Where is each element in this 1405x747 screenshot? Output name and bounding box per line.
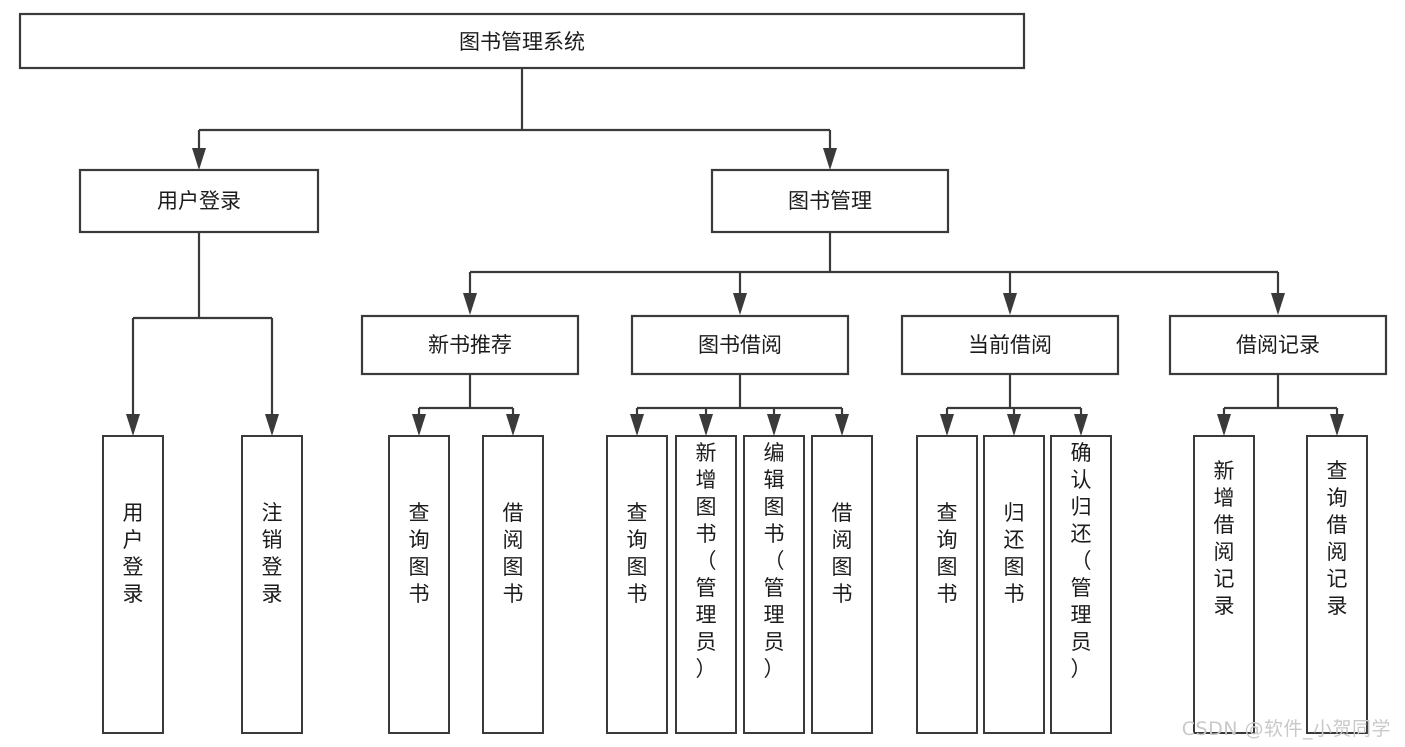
arrowhead-leaf-logout-login [265, 414, 279, 436]
arrowhead-leaf-confirm-return [1074, 414, 1088, 436]
node-leaf-borrow-book-1-box[interactable] [482, 435, 544, 734]
node-root-label: 图书管理系统 [459, 30, 585, 54]
node-borrow-record-box[interactable] [1168, 314, 1388, 376]
node-leaf-return-book[interactable]: 归还图书 [983, 435, 1045, 734]
node-leaf-query-record-box[interactable] [1306, 435, 1368, 734]
node-leaf-user-login[interactable]: 用户登录 [102, 435, 164, 734]
node-leaf-logout-login[interactable]: 注销登录 [241, 435, 303, 734]
arrowhead-leaf-query-book-3 [940, 414, 954, 436]
node-book-management-label: 图书管理 [788, 189, 872, 213]
node-borrow-record-label: 借阅记录 [1236, 333, 1320, 357]
arrowhead-book-management [823, 148, 837, 170]
arrowhead-leaf-query-book-1 [412, 414, 426, 436]
arrowhead-leaf-edit-book [767, 414, 781, 436]
arrowhead-leaf-query-record [1330, 414, 1344, 436]
node-leaf-borrow-book-2-label: 借阅图书 [832, 501, 853, 606]
node-leaf-logout-login-label: 注销登录 [262, 501, 283, 606]
node-leaf-confirm-return-box[interactable] [1050, 435, 1112, 734]
node-leaf-borrow-book-1[interactable]: 借阅图书 [482, 435, 544, 734]
arrowhead-book-borrow [733, 293, 747, 315]
node-leaf-add-record[interactable]: 新增借阅记录 [1193, 435, 1255, 734]
node-book-management-box[interactable] [710, 168, 950, 234]
node-user-login-box[interactable] [78, 168, 320, 234]
node-leaf-query-book-3[interactable]: 查询图书 [916, 435, 978, 734]
node-leaf-query-book-1-label: 查询图书 [409, 501, 430, 606]
arrowhead-borrow-record [1271, 293, 1285, 315]
node-book-borrow-label: 图书借阅 [698, 333, 782, 357]
node-leaf-borrow-book-1-label: 借阅图书 [503, 501, 524, 606]
node-leaf-confirm-return-label: 确认归还（管理员） [1071, 441, 1092, 681]
arrowhead-leaf-query-book-2 [630, 414, 644, 436]
node-leaf-add-book-box[interactable] [675, 435, 737, 734]
node-book-management[interactable]: 图书管理 [710, 168, 950, 234]
node-leaf-user-login-box[interactable] [102, 435, 164, 734]
node-leaf-query-record[interactable]: 查询借阅记录 [1306, 435, 1368, 734]
node-book-borrow[interactable]: 图书借阅 [630, 314, 850, 376]
node-leaf-add-book[interactable]: 新增图书（管理员） [675, 435, 737, 734]
node-root[interactable]: 图书管理系统 [18, 12, 1026, 70]
arrowhead-current-borrow [1003, 293, 1017, 315]
node-leaf-return-book-label: 归还图书 [1004, 501, 1025, 606]
arrowhead-leaf-user-login [126, 414, 140, 436]
arrowhead-leaf-return-book [1007, 414, 1021, 436]
node-leaf-query-book-3-label: 查询图书 [937, 501, 958, 606]
connectors [126, 68, 1344, 436]
node-current-borrow[interactable]: 当前借阅 [900, 314, 1120, 376]
node-leaf-query-book-3-box[interactable] [916, 435, 978, 734]
node-current-borrow-box[interactable] [900, 314, 1120, 376]
arrowhead-leaf-borrow-book-1 [506, 414, 520, 436]
node-leaf-return-book-box[interactable] [983, 435, 1045, 734]
arrowhead-new-book-recommend [463, 293, 477, 315]
node-leaf-edit-book[interactable]: 编辑图书（管理员） [743, 435, 805, 734]
node-leaf-edit-book-box[interactable] [743, 435, 805, 734]
node-current-borrow-label: 当前借阅 [968, 333, 1052, 357]
node-borrow-record[interactable]: 借阅记录 [1168, 314, 1388, 376]
node-leaf-add-book-label: 新增图书（管理员） [696, 441, 717, 681]
node-leaf-query-book-2-label: 查询图书 [627, 501, 648, 606]
node-root-box[interactable] [18, 12, 1026, 70]
node-leaf-user-login-label: 用户登录 [123, 501, 144, 606]
node-leaf-query-book-1-box[interactable] [388, 435, 450, 734]
node-new-book-recommend-box[interactable] [360, 314, 580, 376]
node-leaf-query-book-1[interactable]: 查询图书 [388, 435, 450, 734]
arrowhead-leaf-borrow-book-2 [835, 414, 849, 436]
node-leaf-add-record-label: 新增借阅记录 [1214, 459, 1235, 618]
node-leaf-borrow-book-2[interactable]: 借阅图书 [811, 435, 873, 734]
node-new-book-recommend[interactable]: 新书推荐 [360, 314, 580, 376]
arrowhead-user-login [192, 148, 206, 170]
csdn-watermark: CSDN @软件_小贺同学 [1181, 718, 1391, 740]
node-leaf-query-book-2-box[interactable] [606, 435, 668, 734]
node-leaf-borrow-book-2-box[interactable] [811, 435, 873, 734]
node-leaf-add-record-box[interactable] [1193, 435, 1255, 734]
node-leaf-confirm-return[interactable]: 确认归还（管理员） [1050, 435, 1112, 734]
node-leaf-edit-book-label: 编辑图书（管理员） [764, 441, 785, 681]
arrowhead-leaf-add-book [699, 414, 713, 436]
node-leaf-query-book-2[interactable]: 查询图书 [606, 435, 668, 734]
node-leaf-query-record-label: 查询借阅记录 [1327, 459, 1348, 618]
arrowhead-leaf-add-record [1217, 414, 1231, 436]
node-leaf-logout-login-box[interactable] [241, 435, 303, 734]
node-user-login[interactable]: 用户登录 [78, 168, 320, 234]
node-new-book-recommend-label: 新书推荐 [428, 333, 512, 357]
node-book-borrow-box[interactable] [630, 314, 850, 376]
node-user-login-label: 用户登录 [157, 189, 241, 213]
